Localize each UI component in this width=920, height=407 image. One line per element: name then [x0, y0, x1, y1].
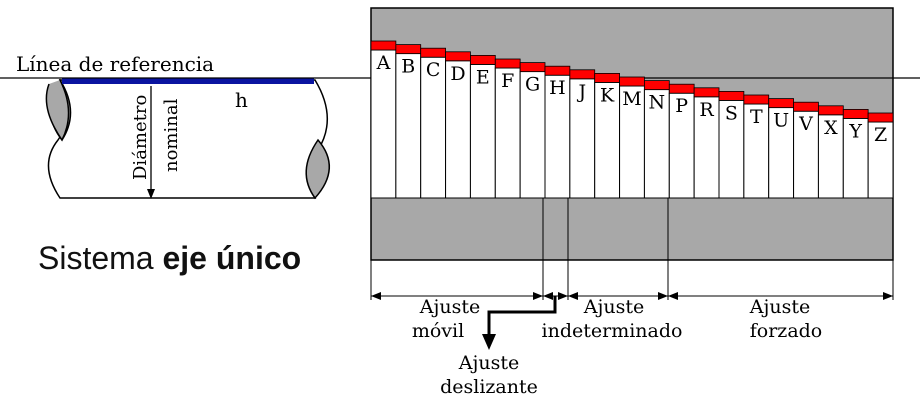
tolerance-band-z — [867, 112, 894, 123]
position-bar-z — [867, 121, 894, 199]
position-letter-k: K — [600, 84, 615, 106]
tolerance-band-x — [818, 105, 844, 116]
tolerance-band-p — [668, 83, 695, 94]
position-bar-b — [395, 53, 422, 199]
position-bar-e — [469, 63, 496, 199]
position-letter-j: J — [576, 81, 586, 103]
tolerance-band-t — [743, 94, 770, 105]
diameter-label-line1: Diámetro — [130, 95, 151, 180]
tolerance-band-c — [420, 47, 446, 58]
position-letter-r: R — [699, 99, 714, 121]
forzado-label-line1: Ajuste — [749, 296, 810, 318]
position-letter-y: Y — [848, 120, 862, 142]
position-bar-v — [793, 110, 819, 199]
tolerance-band-n — [644, 80, 670, 90]
shaft-tolerance-band — [62, 78, 314, 84]
reference-line-label: Línea de referencia — [16, 52, 214, 76]
position-letter-z: Z — [874, 124, 887, 146]
tolerance-band-a — [370, 40, 397, 51]
tolerance-band-e — [470, 55, 496, 65]
position-bar-y — [842, 117, 869, 199]
tolerance-band-y — [842, 109, 869, 119]
indeterminado-label-line2: indeterminado — [542, 320, 683, 342]
fit-ranges — [370, 198, 894, 350]
position-bar-m — [619, 85, 645, 199]
diameter-label-line2: nominal — [161, 98, 182, 172]
position-letter-f: F — [501, 70, 514, 92]
position-letter-m: M — [622, 88, 641, 110]
position-letter-a: A — [376, 52, 391, 74]
position-letter-v: V — [798, 113, 813, 135]
position-letter-e: E — [476, 66, 490, 88]
tolerance-band-r — [693, 87, 720, 98]
title-bold: eje único — [162, 240, 302, 276]
tolerance-band-m — [619, 76, 645, 87]
deslizante-arrow-head — [482, 334, 496, 350]
tolerance-band-j — [569, 69, 596, 80]
position-bar-d — [445, 60, 471, 199]
position-bar-p — [668, 92, 695, 199]
position-letter-n: N — [649, 92, 666, 114]
deslizante-label-line2: deslizante — [440, 376, 538, 398]
tolerance-band-f — [494, 58, 521, 69]
position-bar-u — [768, 107, 795, 199]
deviation-bars — [370, 40, 894, 199]
diagram-title: Sistema eje único — [38, 240, 301, 277]
shaft-right-break — [305, 138, 331, 200]
title-prefix: Sistema — [38, 240, 163, 276]
tolerance-band-u — [768, 98, 794, 108]
position-letter-u: U — [773, 110, 789, 132]
position-bar-c — [420, 56, 447, 199]
position-letter-h: H — [549, 77, 566, 99]
movil-label-line2: móvil — [412, 320, 464, 342]
h-label: h — [235, 88, 248, 112]
position-bar-f — [494, 67, 521, 199]
position-letter-d: D — [450, 63, 465, 85]
movil-label-line1: Ajuste — [419, 296, 480, 318]
position-letter-b: B — [401, 56, 415, 78]
tolerance-band-d — [445, 51, 471, 62]
deslizante-label-line1: Ajuste — [458, 352, 519, 374]
position-letter-x: X — [824, 117, 838, 139]
tolerance-band-s — [718, 91, 745, 101]
tolerance-band-h — [544, 65, 571, 76]
position-bar-x — [817, 114, 844, 199]
diameter-arrow-head — [147, 189, 155, 199]
shaft-body — [47, 79, 329, 199]
deslizante-pointer — [487, 296, 557, 336]
position-bar-t — [743, 103, 770, 199]
shaft — [45, 78, 331, 200]
tolerance-band-g — [519, 62, 546, 72]
indeterminado-label-line1: Ajuste — [583, 296, 644, 318]
position-letter-s: S — [725, 102, 738, 124]
position-letter-c: C — [426, 59, 441, 81]
tolerance-band-v — [793, 101, 819, 112]
position-bar-r — [693, 96, 720, 199]
position-letter-p: P — [675, 95, 688, 117]
position-letter-t: T — [750, 106, 763, 128]
position-bar-n — [643, 89, 670, 199]
forzado-label-line2: forzado — [750, 320, 823, 342]
tolerance-band-b — [395, 44, 422, 54]
tolerance-band-k — [594, 73, 620, 83]
position-letter-g: G — [525, 74, 540, 96]
